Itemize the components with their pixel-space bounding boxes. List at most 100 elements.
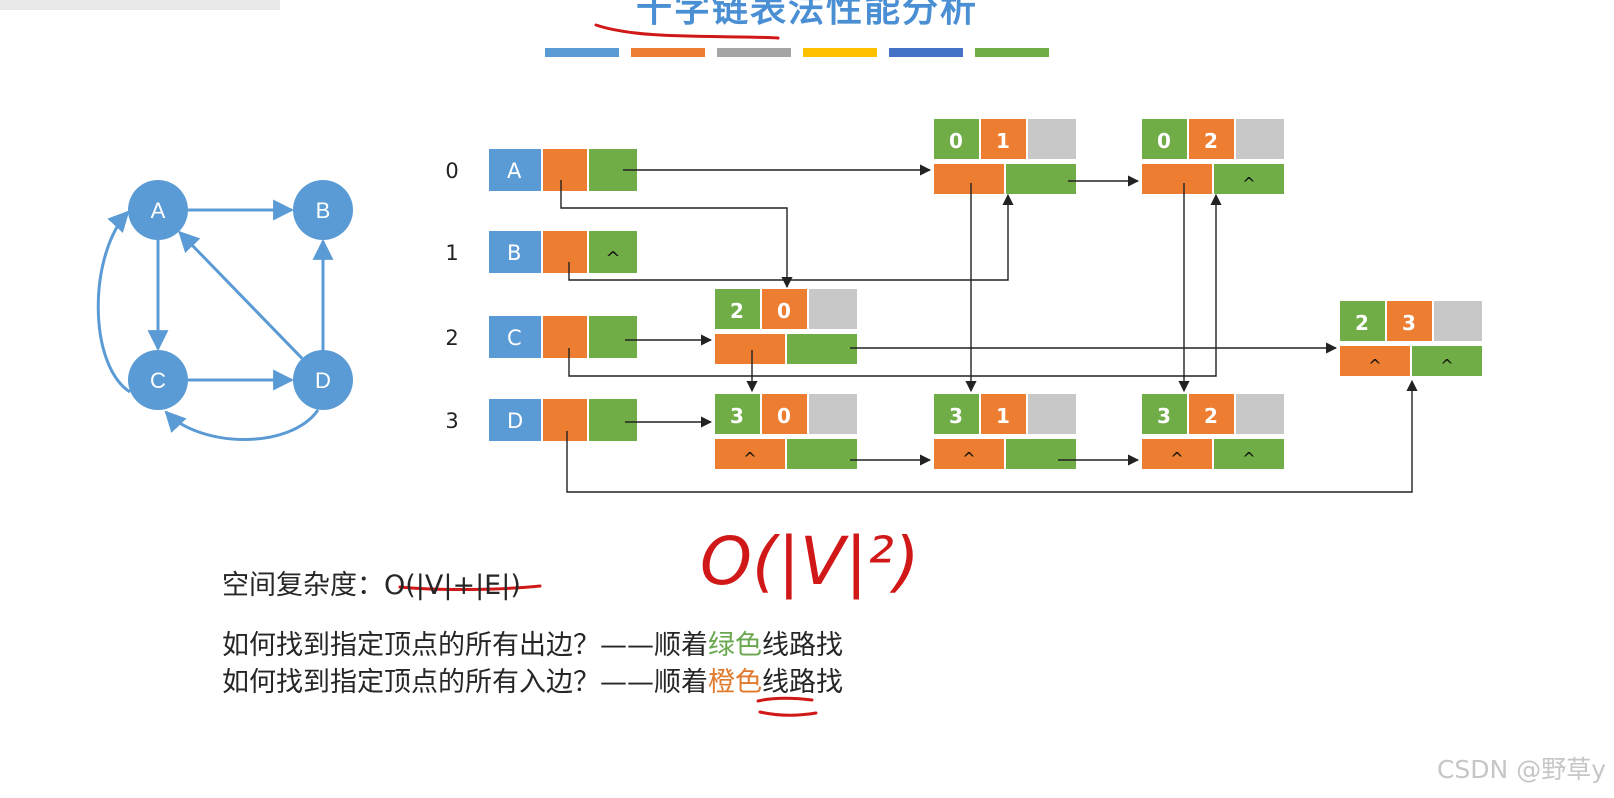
tailvex-label: 2	[730, 299, 744, 323]
handwritten-annotations: O(|V|²)	[398, 23, 920, 717]
color-swatch	[803, 48, 877, 57]
null-marker: ^	[1242, 174, 1255, 193]
vertex-data-label: C	[507, 326, 522, 350]
row-index: 3	[445, 409, 458, 433]
headvex-label: 1	[996, 129, 1010, 153]
tlink-cell	[1214, 164, 1284, 194]
headvex-label: 0	[777, 299, 791, 323]
tailvex-cell	[934, 119, 979, 159]
hlink-cell	[934, 439, 1004, 469]
firstin-cell	[543, 316, 587, 358]
null-marker: ^	[1368, 356, 1381, 375]
edge-d-a	[178, 230, 304, 360]
null-marker: ^	[1170, 449, 1183, 468]
tailvex-cell	[715, 289, 760, 329]
tailvex-label: 0	[949, 129, 963, 153]
vertex-data-cell	[489, 316, 541, 358]
edge-d-c	[164, 409, 320, 441]
tailvex-label: 3	[1157, 404, 1171, 428]
info-cell	[1434, 301, 1482, 341]
null-marker: ^	[743, 449, 756, 468]
pointer-links	[560, 164, 1418, 493]
headvex-label: 3	[1402, 311, 1416, 335]
q1-green-text: 绿色	[708, 630, 762, 661]
color-underline	[756, 696, 814, 703]
tailvex-cell	[1142, 394, 1187, 434]
tailvex-label: 2	[1355, 311, 1369, 335]
tlink-cell	[787, 334, 857, 364]
info-cell	[809, 289, 857, 329]
info-cell	[809, 394, 857, 434]
tailvex-cell	[934, 394, 979, 434]
color-swatch	[889, 48, 963, 57]
graph-node-a	[128, 180, 188, 240]
tailvex-cell	[1340, 301, 1385, 341]
tlink-cell	[787, 439, 857, 469]
graph-node-b	[293, 180, 353, 240]
watermark: CSDN @野草y	[1436, 755, 1606, 784]
q2-tail: 线路找	[762, 667, 843, 698]
complexity-underline	[398, 584, 542, 592]
headvex-cell	[981, 394, 1026, 434]
graph-node-c	[128, 350, 188, 410]
handwritten-formula: O(|V|²)	[700, 523, 920, 600]
row-index: 2	[445, 326, 458, 350]
vertex-data-cell	[489, 399, 541, 441]
space-complexity-label: 空间复杂度：	[222, 570, 384, 601]
page-title: 十字链表法性能分析	[635, 0, 978, 30]
link-c-in	[568, 193, 1222, 377]
headvex-label: 1	[996, 404, 1010, 428]
tailvex-label: 0	[1157, 129, 1171, 153]
null-marker: ^	[1242, 449, 1255, 468]
space-complexity-value: O(|V|+|E|)	[384, 570, 521, 601]
headvex-cell	[1189, 119, 1234, 159]
headvex-label: 2	[1204, 129, 1218, 153]
info-cell	[1236, 119, 1284, 159]
vertex-data-label: D	[507, 409, 523, 433]
tlink-cell	[1006, 439, 1076, 469]
link-a-in	[560, 180, 793, 289]
headvex-cell	[762, 289, 807, 329]
firstin-cell	[543, 149, 587, 191]
headvex-label: 0	[777, 404, 791, 428]
tlink-cell	[1214, 439, 1284, 469]
hlink-cell	[715, 439, 785, 469]
color-bar	[545, 48, 1049, 57]
graph-node-d	[293, 350, 353, 410]
tailvex-label: 3	[730, 404, 744, 428]
firstin-cell	[543, 399, 587, 441]
hlink-cell	[1142, 164, 1212, 194]
graph-node-label: C	[150, 368, 166, 393]
graph-node-label: D	[315, 368, 331, 393]
q1-tail: 线路找	[762, 630, 843, 661]
vertex-data-cell	[489, 231, 541, 273]
q2-orange-text: 橙色	[708, 667, 762, 698]
color-swatch	[975, 48, 1049, 57]
out-edge-question: 如何找到指定顶点的所有出边？——顺着绿色线路找	[222, 623, 843, 662]
firstout-cell	[589, 231, 637, 273]
null-marker: ^	[605, 248, 620, 269]
vertex-data-label: A	[507, 159, 522, 183]
headvex-cell	[1387, 301, 1432, 341]
color-underline	[758, 710, 818, 717]
color-swatch	[717, 48, 791, 57]
null-marker: ^	[1440, 356, 1453, 375]
firstin-cell	[543, 231, 587, 273]
hlink-cell	[715, 334, 785, 364]
tlink-cell	[1006, 164, 1076, 194]
row-index: 0	[445, 159, 458, 183]
tailvex-label: 3	[949, 404, 963, 428]
row-index: 1	[445, 241, 458, 265]
color-swatch	[631, 48, 705, 57]
firstout-cell	[589, 399, 637, 441]
null-marker: ^	[962, 449, 975, 468]
hlink-cell	[1142, 439, 1212, 469]
tailvex-cell	[715, 394, 760, 434]
headvex-label: 2	[1204, 404, 1218, 428]
firstout-cell	[589, 316, 637, 358]
q1-text: 如何找到指定顶点的所有出边？——顺着	[222, 630, 708, 661]
info-cell	[1236, 394, 1284, 434]
in-edge-question: 如何找到指定顶点的所有入边？——顺着橙色线路找	[222, 660, 843, 699]
color-swatch	[545, 48, 619, 57]
